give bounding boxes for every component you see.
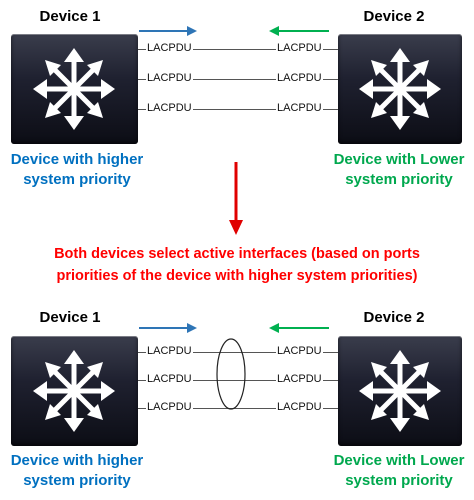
device2-switch-icon xyxy=(338,34,462,144)
arrow-left-icon xyxy=(269,323,329,333)
arrow-right-icon xyxy=(139,26,197,36)
device1-switch-icon xyxy=(11,336,138,446)
description-line: system priority xyxy=(23,472,131,489)
description-line: Device with Lower xyxy=(333,151,465,168)
link-label-left: LACPDU xyxy=(146,345,193,358)
description-line: Device with Lower xyxy=(333,452,465,469)
link-label-left: LACPDU xyxy=(146,373,193,386)
port-channel-bundle-icon xyxy=(216,338,246,410)
link-label-left: LACPDU xyxy=(146,102,193,115)
device2-switch-icon xyxy=(338,336,462,446)
link-line-3 xyxy=(138,109,338,110)
description-line: system priority xyxy=(345,171,453,188)
device1-switch-icon xyxy=(11,34,138,144)
link-label-right: LACPDU xyxy=(276,345,323,358)
arrow-right-icon xyxy=(139,323,197,333)
device1-title: Device 1 xyxy=(39,8,101,25)
description-line: Device with higher xyxy=(10,452,144,469)
description-line: Device with higher xyxy=(10,151,144,168)
description-line: system priority xyxy=(23,171,131,188)
arrow-left-icon xyxy=(269,26,329,36)
device2-title: Device 2 xyxy=(363,309,425,326)
link-label-right: LACPDU xyxy=(276,72,323,85)
description-line: system priority xyxy=(345,472,453,489)
link-line-3 xyxy=(138,408,338,409)
link-label-right: LACPDU xyxy=(276,373,323,386)
link-line-1 xyxy=(138,49,338,50)
link-label-right: LACPDU xyxy=(276,42,323,55)
note-line: Both devices select active interfaces (b… xyxy=(54,246,420,262)
down-arrow-icon xyxy=(229,162,243,235)
link-label-left: LACPDU xyxy=(146,42,193,55)
device1-description: Device with higher system priority xyxy=(0,150,162,190)
device2-description: Device with Lower system priority xyxy=(314,150,474,190)
link-label-left: LACPDU xyxy=(146,72,193,85)
link-line-1 xyxy=(138,352,338,353)
top-diagram: Device 1 Device 2 LACPDU LACPDU LACPDU L… xyxy=(0,0,474,195)
device1-title: Device 1 xyxy=(39,309,101,326)
device2-description: Device with Lower system priority xyxy=(314,451,474,491)
device1-description: Device with higher system priority xyxy=(0,451,162,491)
bottom-diagram: Device 1 Device 2 LACPDU LACPDU LACPDU L… xyxy=(0,300,474,500)
note-line: priorities of the device with higher sys… xyxy=(56,268,418,284)
link-line-2 xyxy=(138,79,338,80)
device2-title: Device 2 xyxy=(363,8,425,25)
link-label-left: LACPDU xyxy=(146,401,193,414)
link-line-2 xyxy=(138,380,338,381)
link-label-right: LACPDU xyxy=(276,401,323,414)
link-label-right: LACPDU xyxy=(276,102,323,115)
selection-note: Both devices select active interfaces (b… xyxy=(0,243,474,287)
